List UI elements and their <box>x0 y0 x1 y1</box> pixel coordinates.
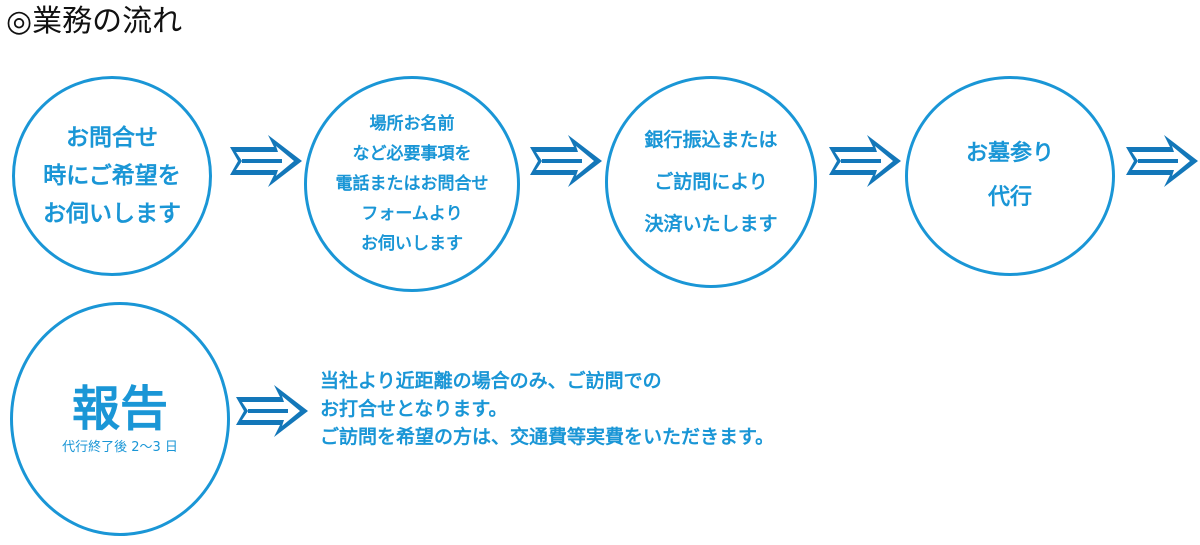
step-details: 場所お名前 など必要事項を 電話またはお問合せ フォームより お伺いします <box>304 76 520 292</box>
step-grave-visit: お墓参り 代行 <box>905 76 1115 276</box>
step-inquiry: お問合せ 時にご希望を お伺いします <box>12 76 212 276</box>
step-payment: 銀行振込または ご訪問により 決済いたします <box>605 76 817 288</box>
step-text-line: お墓参り <box>965 141 1054 166</box>
step-text-line: お問合せ <box>66 125 158 151</box>
arrow-right-icon <box>829 135 901 187</box>
step-text-line: 決済いたします <box>644 213 778 235</box>
arrow-right-icon <box>236 385 308 437</box>
step-text-line: 銀行振込または <box>644 129 778 151</box>
arrow-right-icon <box>1126 135 1198 187</box>
step-text-line: フォームより <box>361 204 463 224</box>
step-text-line: 場所お名前 <box>369 114 455 134</box>
note-line: ご訪問を希望の方は、交通費等実費をいただきます。 <box>320 426 775 448</box>
note-line: 当社より近距離の場合のみ、ご訪問での <box>320 370 662 392</box>
step-text-line: 時にご希望を <box>43 163 181 189</box>
step-report: 報告 代行終了後 2〜3 日 <box>10 302 230 536</box>
report-subtitle: 代行終了後 2〜3 日 <box>62 440 178 455</box>
arrow-right-icon <box>530 135 602 187</box>
step-text-line: お伺いします <box>361 234 463 254</box>
page-title: ◎業務の流れ <box>6 4 183 39</box>
step-text-line: 代行 <box>987 185 1032 210</box>
step-text-line: など必要事項を <box>352 144 472 164</box>
report-title: 報告 <box>71 381 168 437</box>
visit-note: 当社より近距離の場合のみ、ご訪問での お打合せとなります。 ご訪問を希望の方は、… <box>320 367 774 451</box>
step-text-line: ご訪問により <box>654 171 768 193</box>
step-text-line: 電話またはお問合せ <box>335 174 489 194</box>
step-text-line: お伺いします <box>43 201 181 227</box>
arrow-right-icon <box>230 135 302 187</box>
note-line: お打合せとなります。 <box>320 398 508 420</box>
